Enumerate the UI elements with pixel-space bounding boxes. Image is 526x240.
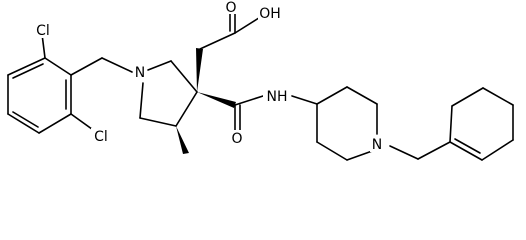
pyrrolidine-ring bbox=[139, 60, 198, 127]
acetic-acid-wedge bbox=[196, 48, 203, 92]
cyclohexene-ring bbox=[449, 87, 514, 161]
acid-carbonyl-oxygen-label: O bbox=[225, 0, 236, 16]
chlorine-top-label: Cl bbox=[36, 23, 50, 39]
benzyl-linker bbox=[70, 57, 133, 76]
amide-oxygen-label: O bbox=[231, 131, 242, 147]
methyl-wedge bbox=[176, 126, 189, 154]
amide-bonds bbox=[234, 95, 318, 133]
dichlorophenyl-ring bbox=[7, 57, 72, 134]
piperidine-nitrogen-label: N bbox=[372, 137, 382, 153]
pyrrolidine-nitrogen-label: N bbox=[135, 65, 145, 81]
amide-nh-label: NH bbox=[267, 89, 288, 105]
amide-wedge bbox=[197, 92, 236, 108]
chlorine-bottom-label: Cl bbox=[94, 129, 108, 145]
cyclohexenylmethyl-linker bbox=[389, 141, 451, 160]
hydroxyl-label: OH bbox=[259, 6, 281, 22]
piperidine-ring bbox=[316, 86, 378, 161]
chemical-structure-diagram: Cl Cl N O OH O NH N bbox=[7, 0, 514, 161]
